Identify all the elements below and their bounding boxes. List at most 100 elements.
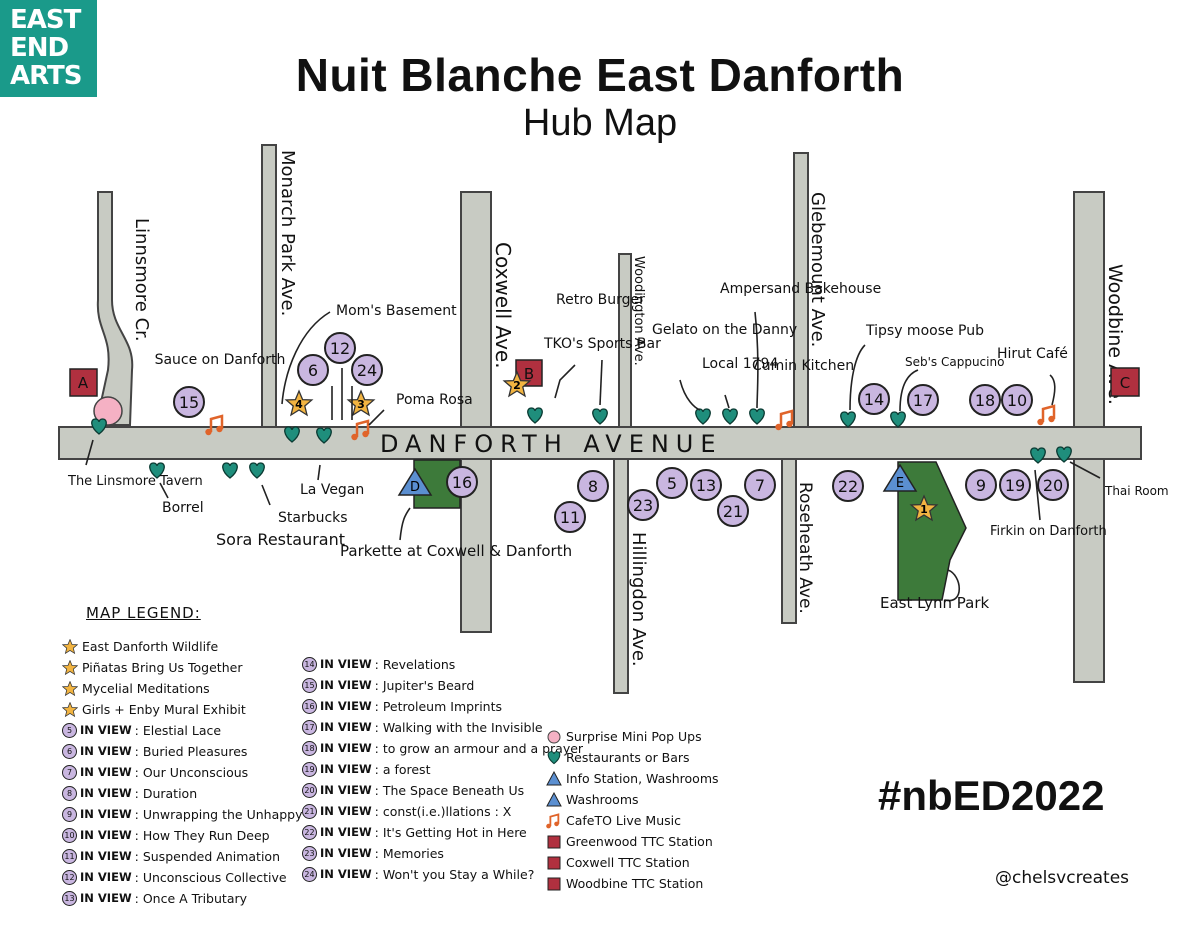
place-label-cumin: Cumin Kitchen — [752, 358, 854, 374]
in-view-label: IN VIEW — [80, 744, 132, 758]
legend-label: Mycelial Meditations — [82, 681, 210, 696]
place-label-hirut: Hirut Café — [997, 346, 1068, 362]
street-label-coxwell: Coxwell Ave. — [491, 242, 515, 369]
place-label-gelato: Gelato on the Danny — [652, 322, 797, 338]
exhibit-marker-11: 11 — [554, 501, 586, 533]
exhibit-marker-6: 6 — [297, 354, 329, 386]
star-number-1: 1 — [920, 503, 928, 516]
park-east-lynn — [897, 461, 967, 601]
legend-label: : Jupiter's Beard — [374, 678, 475, 693]
artist-credit: @chelsvcreates — [995, 868, 1130, 888]
svg-text:13: 13 — [696, 476, 716, 495]
star-icon — [62, 680, 78, 697]
heart-icon-sebs — [890, 411, 906, 428]
legend-column-3: Surprise Mini Pop Ups Restaurants or Bar… — [546, 726, 719, 894]
in-view-label: IN VIEW — [320, 720, 372, 734]
legend-star-row: East Danforth Wildlife — [62, 636, 303, 657]
place-label-lavegan: La Vegan — [300, 482, 364, 498]
legend-symbol-row: Woodbine TTC Station — [546, 873, 719, 894]
legend-column-1: East Danforth Wildlife Piñatas Bring Us … — [62, 636, 303, 909]
station-b-icon — [546, 855, 562, 871]
exhibit-number-badge: 11 — [62, 849, 77, 864]
svg-text:12: 12 — [330, 339, 350, 358]
legend-label: : Our Unconscious — [134, 765, 249, 780]
place-label-linsmore-tavern: The Linsmore Tavern — [67, 474, 203, 489]
exhibit-marker-7: 7 — [744, 469, 776, 501]
legend-label: : Walking with the Invisible — [374, 720, 543, 735]
heart-icon-tipsy — [840, 411, 856, 428]
legend-label: East Danforth Wildlife — [82, 639, 219, 654]
svg-text:10: 10 — [1007, 391, 1027, 410]
in-view-label: IN VIEW — [320, 783, 372, 797]
place-label-moms: Mom's Basement — [336, 303, 457, 319]
star-number-2: 2 — [513, 379, 521, 392]
info-station-e-marker — [882, 463, 918, 492]
place-label-starbucks: Starbucks — [278, 510, 348, 526]
page-title: Nuit Blanche East Danforth — [295, 49, 905, 101]
place-label-sauce: Sauce on Danforth — [155, 352, 286, 368]
legend-label: : The Space Beneath Us — [374, 783, 525, 798]
parks — [413, 459, 967, 601]
in-view-label: IN VIEW — [320, 867, 372, 881]
legend-label: : a forest — [374, 762, 431, 777]
star-markers: 4 3 2 1 — [285, 371, 938, 521]
street-label-woodington: Woodington Ave. — [631, 256, 646, 366]
exhibit-marker-15: 15 — [173, 386, 205, 418]
road-coxwell — [460, 191, 492, 633]
road-linnsmore-crescent — [94, 191, 134, 426]
station-a-icon — [546, 834, 562, 850]
svg-text:22: 22 — [838, 477, 858, 496]
legend-star-row: Mycelial Meditations — [62, 678, 303, 699]
exhibit-number-badge: 16 — [302, 699, 317, 714]
svg-text:17: 17 — [913, 391, 933, 410]
exhibit-marker-23: 23 — [627, 489, 659, 521]
svg-text:14: 14 — [864, 390, 884, 409]
star-icon — [62, 638, 78, 655]
legend-label: : to grow an armour and a prayer — [374, 741, 584, 756]
legend-symbol-row: Restaurants or Bars — [546, 747, 719, 768]
exhibit-marker-13: 13 — [690, 469, 722, 501]
exhibit-marker-22: 22 — [832, 470, 864, 502]
heart-icon-retro — [592, 408, 608, 425]
roads — [58, 144, 1142, 694]
exhibit-marker-17: 17 — [907, 384, 939, 416]
in-view-label: IN VIEW — [320, 804, 372, 818]
place-label-thai: Thai Room — [1104, 484, 1169, 498]
place-label-borrel: Borrel — [162, 500, 204, 516]
legend-label: : Unconscious Collective — [134, 870, 287, 885]
svg-text:15: 15 — [179, 393, 199, 412]
station-c-letter: C — [1120, 374, 1130, 392]
place-label-sebs: Seb's Cappucino — [905, 355, 1004, 369]
star-number-3: 3 — [357, 398, 365, 411]
legend-label: : How They Run Deep — [134, 828, 270, 843]
in-view-label: IN VIEW — [320, 846, 372, 860]
place-label-poma: Poma Rosa — [396, 392, 473, 408]
legend-label: : Won't you Stay a While? — [374, 867, 535, 882]
place-label-east-lynn: East Lynn Park — [880, 594, 990, 612]
legend-label: : Revelations — [374, 657, 456, 672]
legend-symbol-row: Info Station, Washrooms — [546, 768, 719, 789]
place-label-tkos: TKO's Sports Bar — [543, 336, 661, 352]
street-label-hillingdon: Hillingdon Ave. — [628, 532, 649, 667]
road-roseheath — [781, 457, 797, 624]
svg-text:23: 23 — [633, 496, 653, 515]
exhibit-number-badge: 8 — [62, 786, 77, 801]
exhibit-number-badge: 22 — [302, 825, 317, 840]
legend-star-row: Girls + Enby Mural Exhibit — [62, 699, 303, 720]
legend-label: : Memories — [374, 846, 444, 861]
star-number-4: 4 — [295, 398, 303, 411]
in-view-label: IN VIEW — [80, 765, 132, 779]
exhibit-number-badge: 15 — [302, 678, 317, 693]
legend-label: : const(i.e.)llations : X — [374, 804, 512, 819]
road-monarch-park — [261, 144, 277, 429]
